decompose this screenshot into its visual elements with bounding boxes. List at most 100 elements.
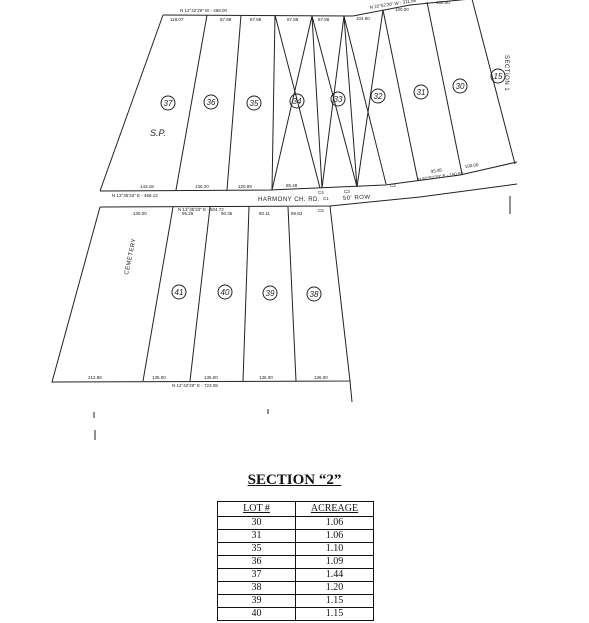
road-south-edge [99,183,518,208]
south-line-label: N 12°42'29" E - 723.08 [172,383,218,388]
lot-number: 38 [310,290,319,299]
lot-number: 30 [456,82,465,91]
acreage-cell: 1.20 [295,581,374,595]
dimension-label: C4 [318,190,324,195]
acreage-cell: 1.15 [295,607,374,621]
dimension-label: 143.18 [140,184,154,189]
dimension-label: 100.00 [436,0,450,5]
road-north-label: N 13°35'33" E - 466.13 [112,193,158,198]
lot-circle [370,88,386,104]
section-title: SECTION “2” [247,472,342,488]
lot-circle [171,284,187,300]
dimension-label: 85.48 [286,183,298,188]
acreage-cell: 1.09 [295,555,374,569]
lot-line [189,206,211,382]
dimension-label: 135.00 [204,375,218,380]
sp-label: S.P. [150,128,166,138]
lot-line [142,206,174,382]
lot-circle [217,284,233,300]
dimension-label: 89.83 [291,211,303,216]
road-east-label: N 82°52'29" E - 150.83 [417,171,464,182]
lot-line [382,9,419,182]
road-name: HARMONY CH. RD. [258,197,320,203]
lot-number: 36 [207,98,216,107]
lot-cell: 39 [217,594,296,608]
lot-line [271,14,276,191]
lot-number: 37 [164,99,173,108]
lot-line [426,1,463,175]
lot-cell: 35 [217,542,296,556]
lot-cell: 31 [217,529,296,543]
dimension-label: C5 [318,208,324,213]
lot-number: 41 [175,288,184,297]
dimension-label: 136.00 [314,375,328,380]
dimension-label: C1 [323,196,329,201]
south-extension [349,380,353,403]
lot-line [226,14,242,191]
acreage-cell: 1.06 [295,529,374,543]
lot-number: 39 [266,289,275,298]
acreage-column-header: ACREAGE [295,501,374,517]
dimension-label: 120.89 [238,184,252,189]
lot-cell: 36 [217,555,296,569]
lot-circle [246,95,262,111]
lot-number: 15 [494,72,503,81]
dimension-label: 135.00 [152,375,166,380]
dimension-label: 136.20 [195,184,209,189]
lot-number: 32 [374,92,383,101]
lot-circle [413,84,429,100]
cross-line [274,14,321,189]
lot-line [175,14,208,191]
dimension-label: 80.11 [259,211,270,216]
section-side-label: SECTION 1 [503,55,509,91]
cross-line [321,15,345,189]
acreage-cell: 1.10 [295,542,374,556]
cross-line [311,15,358,188]
north-line-label: N 12°42'29" W - 468.00 [180,8,228,13]
road-row: 50' ROW [343,195,371,202]
road-south-label: N 13°35'33" E - 504.72 [178,207,224,212]
dimension-label: C3 [344,189,350,194]
dimension-label: 100.00 [464,162,479,169]
lot-cell: 37 [217,568,296,582]
dimension-label: 104.80 [356,16,370,21]
lot-circle [306,286,322,302]
dimension-label: 136.00 [259,375,273,380]
lot-circle [490,68,506,84]
lot-circle [160,95,176,111]
lot-cell: 30 [217,516,296,530]
lot-cell: 40 [217,607,296,621]
north-boundary-line [162,0,466,17]
lot-circle [262,285,278,301]
acreage-cell: 1.06 [295,516,374,530]
dimension-label: C2 [390,183,396,188]
lot-line [242,206,250,382]
cross-line [343,15,387,185]
lot-number: 31 [417,88,426,97]
dimension-label: 87.88 [220,17,232,22]
lot-column-header: LOT # [217,501,296,517]
south-boundary [51,205,351,383]
lot-cell: 38 [217,581,296,595]
dimension-label: 90.36 [221,211,233,216]
lot-line [287,206,297,382]
lot-number: 35 [250,99,259,108]
lot-number: 33 [334,95,343,104]
lot-number: 40 [221,288,230,297]
cross-line [356,9,384,188]
road-frontage-dims: 143.18 136.20 120.89 85.48 95.95 100.00 [140,162,479,189]
dimension-label: 95.95 [430,167,442,174]
dimension-label: 118.07 [170,17,184,22]
dimension-label: 87.88 [250,17,262,22]
